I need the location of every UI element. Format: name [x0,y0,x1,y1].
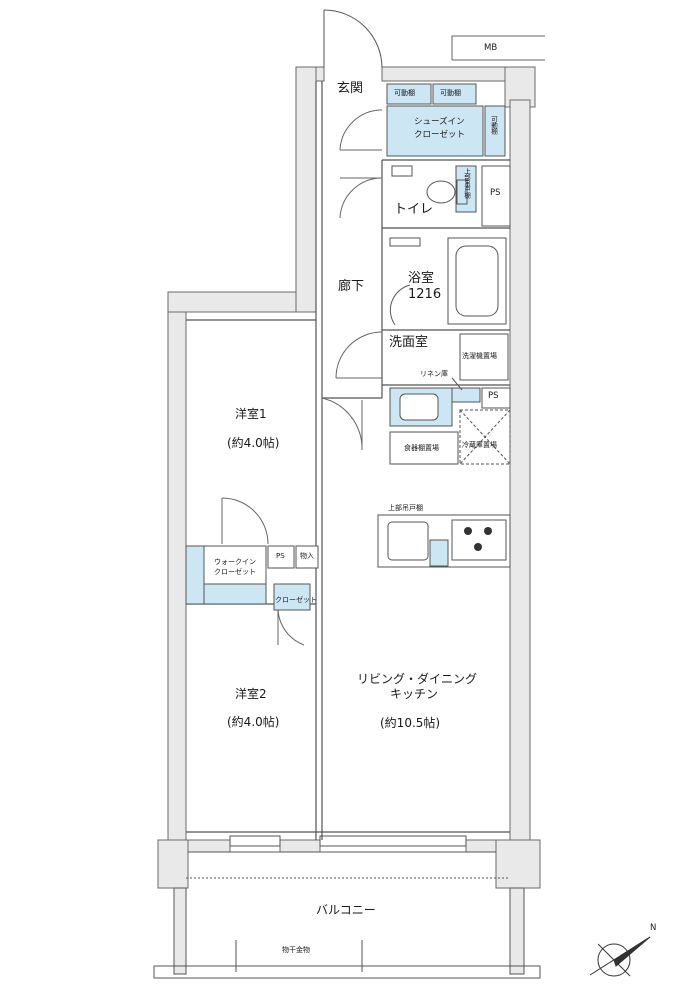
fridge-space-label: 冷蔵庫置場 [462,441,497,449]
closet-label: クローゼット [275,596,317,604]
shoes-closet [386,83,506,157]
linen-label: リネン庫 [420,370,448,378]
outer-walls [157,66,541,889]
shoes-closet-label-2: クローゼット [414,130,466,140]
washroom-label: 洗面室 [389,335,429,350]
balcony-outline [153,877,541,979]
kitchen-counter [377,514,511,568]
ldk-label-2: キッチン [390,687,439,701]
compass-icon [589,936,651,977]
mb-label: MB [484,43,498,53]
bathtub-icon [389,237,507,326]
kitchen-wall-cabinet-label: 上部吊戸棚 [388,504,423,512]
balcony-windows [188,835,496,853]
toilet-wall-cabinet-label: 上部吊戸棚 [462,168,471,198]
wic-label-2: クローゼット [214,568,256,576]
shelf-label-c: 可動棚 [489,116,498,134]
ps-toilet-label: PS [490,188,501,198]
north-label: N [650,923,657,933]
washroom-fixtures [389,333,511,465]
room1-name: 洋室1 [235,407,267,421]
washer-space-label: 洗濯機置場 [462,352,497,360]
ps-room-label: PS [276,552,285,560]
shelf-label-a: 可動棚 [394,89,415,97]
bath-label-2: 1216 [408,287,442,302]
wic-label-1: ウォークイン [214,558,256,566]
ldk-size: (約10.5帖) [380,716,441,730]
mb-area [451,35,545,61]
toilet-icon [426,179,468,205]
stove-icon [464,527,492,551]
door-swing-icon [323,9,383,69]
ldk-label-1: リビング・ダイニング [357,672,478,686]
balcony-label: バルコニー [316,903,376,917]
genkan-label: 玄関 [337,81,364,96]
shelf-label-b: 可動棚 [440,89,461,97]
dish-space-label: 食器棚置場 [404,444,439,452]
room1-size: (約4.0帖) [227,436,280,450]
drying-hardware-label: 物干金物 [282,946,310,954]
hallway-label: 廊下 [338,279,365,294]
shoes-closet-label-1: シューズイン [414,117,465,127]
toilet-area [391,165,511,227]
ps-wash-label: PS [488,391,499,401]
closets [185,545,319,611]
storage-label: 物入 [300,552,314,560]
inner-walls [186,81,510,840]
bath-label-1: 浴室 [408,271,435,286]
toilet-label: トイレ [394,202,434,217]
interior-door-swings [221,109,383,646]
room2-size: (約4.0帖) [227,715,280,729]
room2-name: 洋室2 [235,687,267,701]
